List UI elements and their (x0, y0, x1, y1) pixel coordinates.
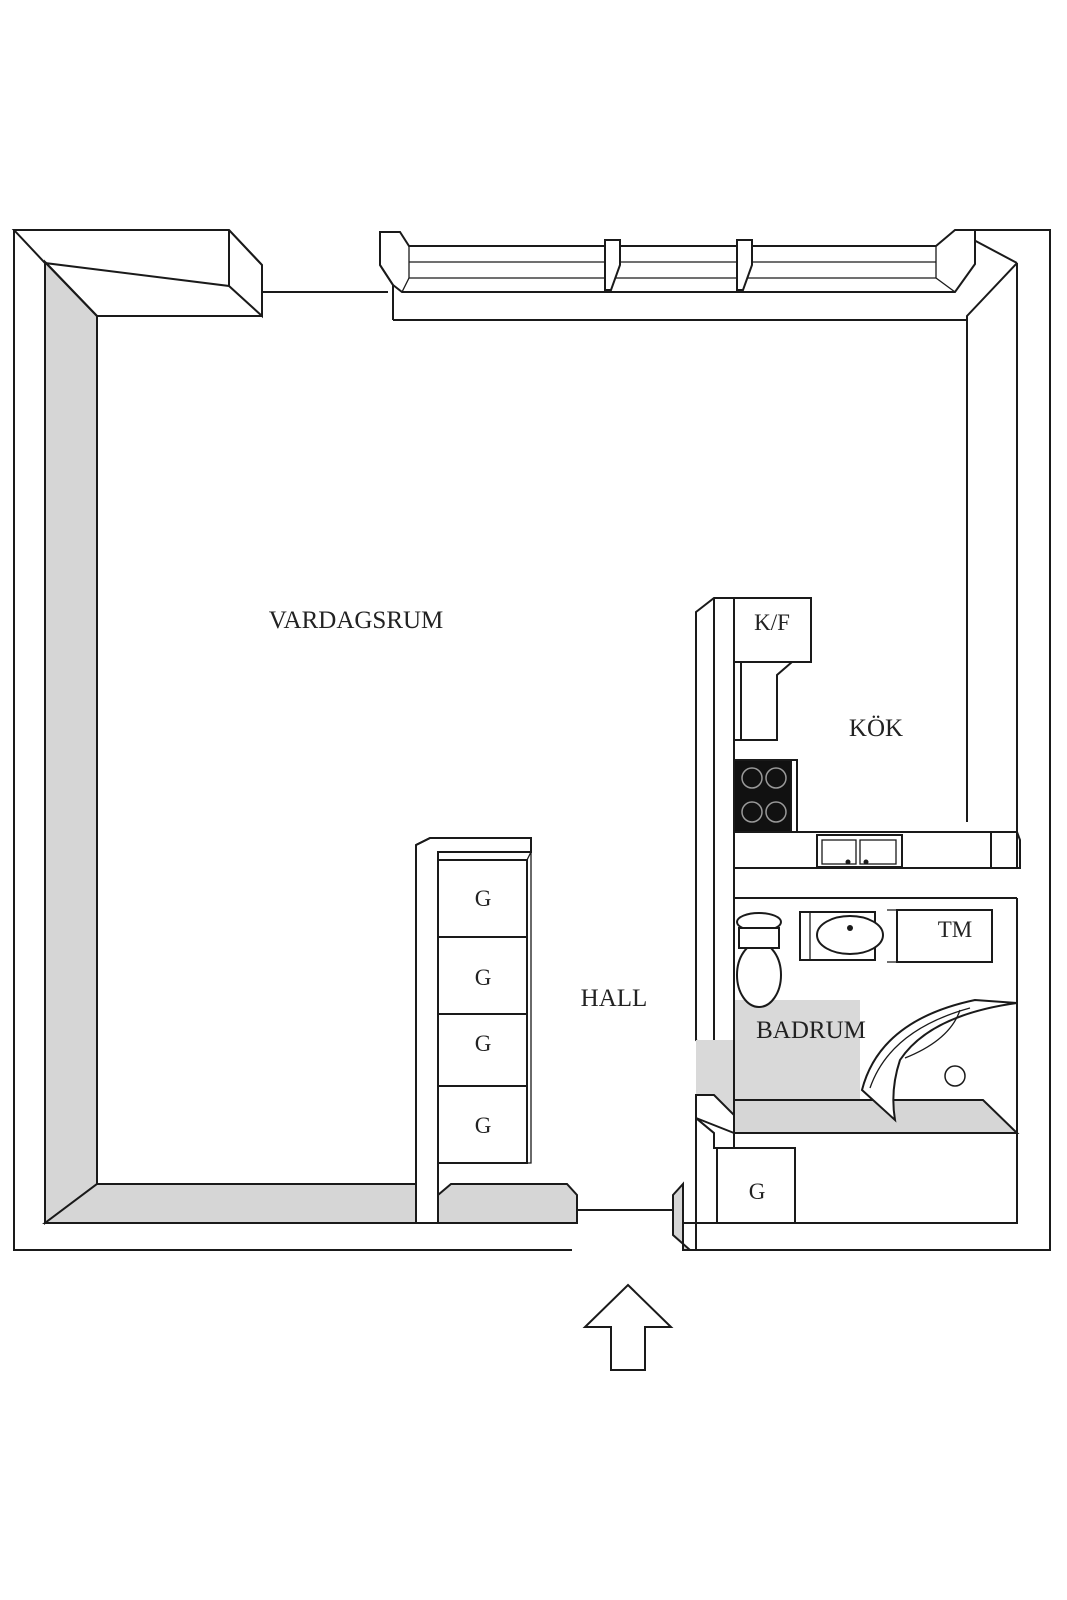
washing-machine-cabinet (896, 909, 993, 963)
kitchen-label: KÖK (849, 715, 903, 742)
shower-icon (860, 998, 1018, 1123)
toilet-icon (736, 912, 782, 1008)
bathroom-label: BADRUM (756, 1017, 866, 1044)
hall-wardrobe-wall (415, 837, 578, 1224)
wardrobe-3 (437, 1013, 528, 1087)
entrance-arrow-icon (582, 1283, 674, 1371)
bathroom (695, 898, 1020, 1250)
wardrobe-4 (437, 1085, 528, 1164)
wardrobe-label-3: G (475, 1031, 492, 1056)
sink-icon (816, 834, 903, 868)
wardrobes (437, 851, 532, 1164)
entrance-wardrobe-label: G (749, 1179, 766, 1204)
washbasin-icon (799, 911, 884, 961)
left-wall-shade (44, 259, 98, 1225)
fridge-freezer (733, 597, 812, 741)
hall-label: HALL (581, 985, 648, 1012)
wall-shade-hall-bottom (437, 1183, 578, 1224)
bathroom-floor-lower (696, 1040, 860, 1133)
wardrobe-label-2: G (475, 965, 492, 990)
stove-icon (733, 759, 798, 833)
entrance-wardrobe (714, 1147, 796, 1224)
entrance-jamb (672, 1181, 693, 1251)
wardrobe-1 (437, 859, 528, 938)
living-room-label: VARDAGSRUM (269, 607, 444, 634)
top-window (379, 229, 976, 320)
bottom-wall-shade (42, 1183, 417, 1224)
washing-machine-label: TM (938, 917, 973, 942)
fridge-freezer-label: K/F (754, 610, 790, 635)
kitchen-wall (695, 597, 735, 1056)
wardrobe-label-1: G (475, 886, 492, 911)
wardrobe-label-4: G (475, 1113, 492, 1138)
